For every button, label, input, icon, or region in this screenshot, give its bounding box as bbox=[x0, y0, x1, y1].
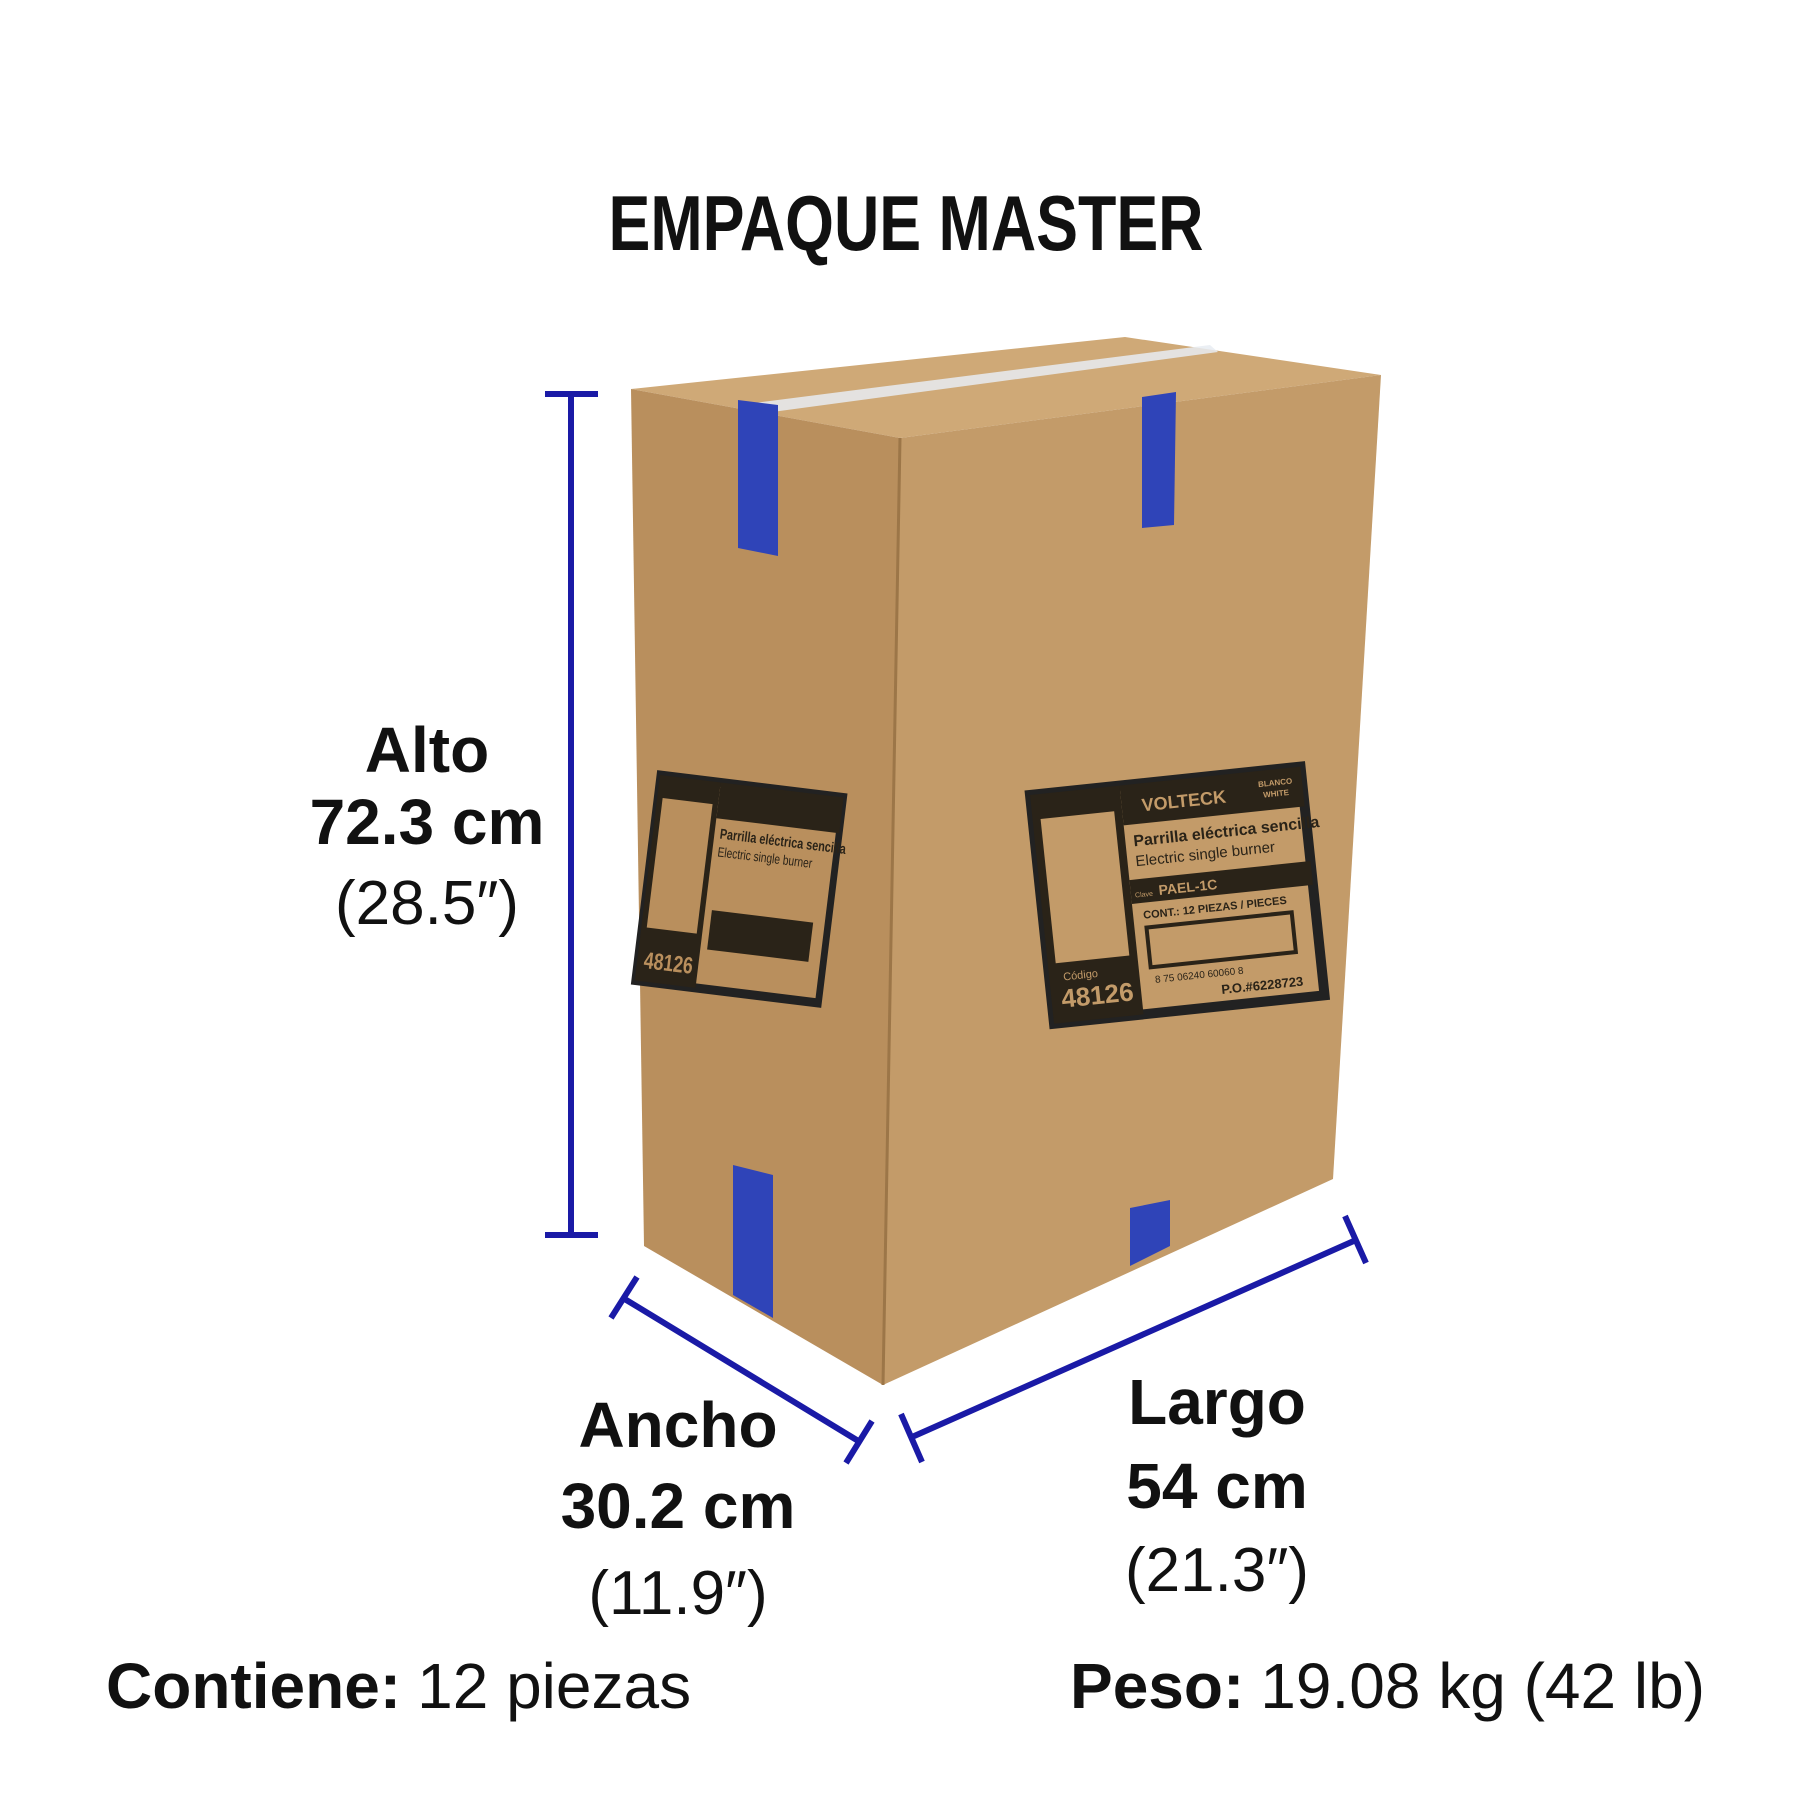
length-dimension-line bbox=[898, 1214, 1369, 1464]
length-label: Largo 54 cm (21.3″) bbox=[1125, 1366, 1309, 1605]
width-dimension-line bbox=[608, 1275, 875, 1465]
cardboard-box bbox=[631, 337, 1381, 1386]
width-label: Ancho 30.2 cm (11.9″) bbox=[561, 1389, 796, 1628]
svg-text:48126: 48126 bbox=[642, 948, 694, 980]
svg-text:Largo: Largo bbox=[1128, 1366, 1306, 1438]
weight-info: Peso: 19.08 kg (42 lb) bbox=[1070, 1650, 1705, 1722]
product-label-front: VOLTECK BLANCO WHITE Parrilla eléctrica … bbox=[1024, 761, 1331, 1030]
svg-text:Ancho: Ancho bbox=[578, 1389, 777, 1461]
tape-front-bottom bbox=[1130, 1200, 1170, 1266]
height-label: Alto 72.3 cm (28.5″) bbox=[310, 714, 545, 938]
model-number: PAEL-1C bbox=[1158, 876, 1218, 898]
svg-text:54 cm: 54 cm bbox=[1126, 1450, 1307, 1522]
height-dimension-line bbox=[545, 391, 598, 1238]
color-label: BLANCO bbox=[1258, 777, 1293, 790]
box-edge bbox=[881, 437, 902, 1386]
dimension-lines bbox=[545, 391, 1369, 1465]
tape-side-bottom bbox=[733, 1165, 773, 1318]
tape-top bbox=[738, 345, 1218, 415]
color-label-en: WHITE bbox=[1263, 788, 1290, 800]
page-title: EMPAQUE MASTER bbox=[609, 179, 1204, 267]
tape-side-top bbox=[738, 400, 778, 556]
box-top bbox=[631, 337, 1381, 438]
svg-text:72.3 cm: 72.3 cm bbox=[310, 786, 545, 858]
product-label-side: Parrilla eléctrica sencilla Electric sin… bbox=[630, 770, 848, 1008]
code-label: Código bbox=[1063, 968, 1099, 984]
box-side bbox=[631, 389, 900, 1385]
model-prefix: Clave bbox=[1135, 891, 1154, 900]
contents-info: Contiene: 12 piezas bbox=[106, 1650, 691, 1722]
svg-text:(11.9″): (11.9″) bbox=[588, 1559, 767, 1628]
tape-front-top bbox=[1142, 392, 1176, 528]
svg-text:(21.3″): (21.3″) bbox=[1125, 1536, 1309, 1605]
svg-text:Alto: Alto bbox=[365, 714, 489, 786]
svg-text:(28.5″): (28.5″) bbox=[335, 869, 519, 938]
svg-text:30.2 cm: 30.2 cm bbox=[561, 1470, 796, 1542]
